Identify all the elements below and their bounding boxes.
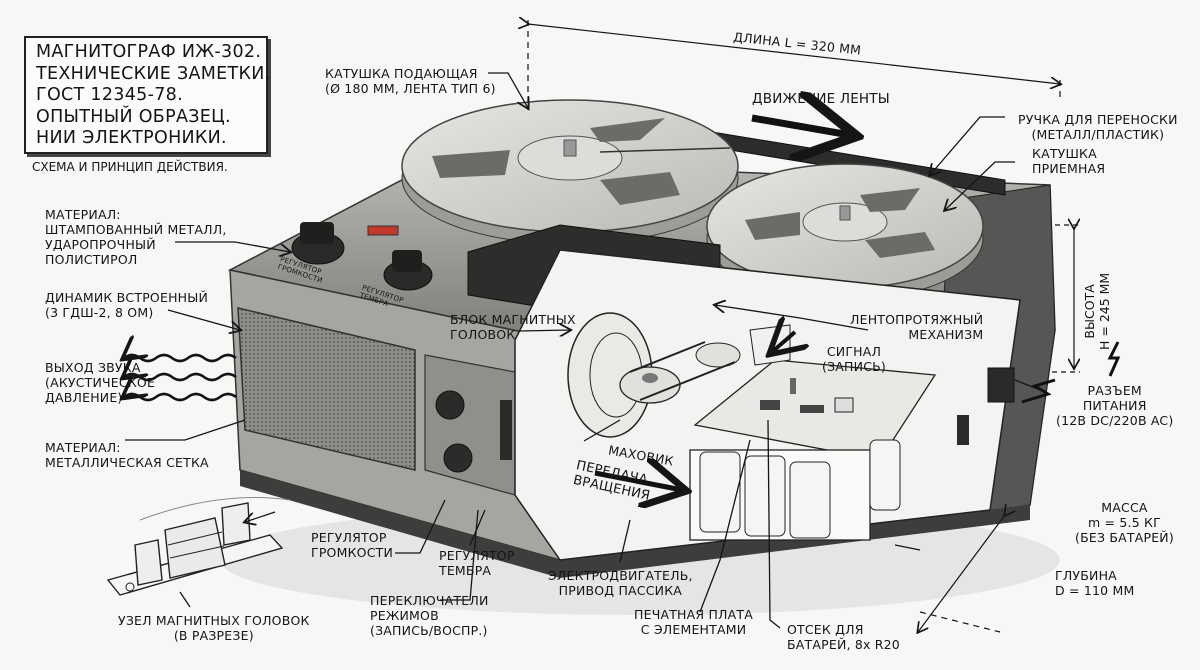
title-line: ГОСТ 12345-78. — [36, 85, 183, 105]
leader-lines — [125, 72, 1041, 629]
speaker-grille — [237, 307, 416, 471]
pcb-callout: ПЕЧАТНАЯ ПЛАТА С ЭЛЕМЕНТАМИ — [634, 607, 753, 637]
battery-bay — [689, 439, 901, 541]
mass-label: МАССА m = 5.5 КГ (БЕЗ БАТАРЕЙ) — [1075, 500, 1174, 545]
power-connector — [987, 367, 1015, 403]
body-material-callout: МАТЕРИАЛ: ШТАМПОВАННЫЙ МЕТАЛЛ, УДАРОПРОЧ… — [45, 207, 227, 267]
handle-callout: РУЧКА ДЛЯ ПЕРЕНОСКИ (МЕТАЛЛ/ПЛАСТИК) — [1018, 112, 1178, 142]
signal-callout: СИГНАЛ (ЗАПИСЬ) — [822, 344, 886, 374]
battery — [869, 439, 901, 511]
takeup-reel — [706, 163, 984, 301]
sound-wave-arrows — [124, 355, 237, 402]
tape-motion-arrow — [751, 118, 850, 135]
volume-callout: РЕГУЛЯТОР ГРОМКОСТИ — [311, 530, 394, 560]
cutaway-section — [514, 249, 1021, 561]
supply-reel — [401, 99, 739, 245]
head-assembly-callout: УЗЕЛ МАГНИТНЫХ ГОЛОВОК (В РАЗРЕЗЕ) — [118, 613, 310, 643]
tone-callout: РЕГУЛЯТОР ТЕМБРА — [439, 548, 515, 578]
tape-motion-label: ДВИЖЕНИЕ ЛЕНТЫ — [752, 91, 890, 107]
title-line: ОПЫТНЫЙ ОБРАЗЕЦ. — [36, 106, 231, 127]
front-tone-knob — [443, 443, 473, 473]
battery — [744, 455, 786, 537]
grille-material-callout: МАТЕРИАЛ: МЕТАЛЛИЧЕСКАЯ СЕТКА — [45, 440, 209, 470]
mode-switches-callout: ПЕРЕКЛЮЧАТЕЛИ РЕЖИМОВ (ЗАПИСЬ/ВОСПР.) — [370, 593, 489, 638]
motor-callout: ЭЛЕКТРОДВИГАТЕЛЬ, ПРИВОД ПАССИКА — [548, 568, 693, 598]
power-bolt-icon — [1107, 341, 1121, 377]
subtitle: СХЕМА И ПРИНЦИП ДЕЙСТВИЯ. — [32, 160, 228, 174]
supply-reel-callout: КАТУШКА ПОДАЮЩАЯ (Ø 180 ММ, ЛЕНТА ТИП 6) — [325, 66, 496, 96]
signal-arrow — [772, 332, 795, 352]
takeup-reel-callout: КАТУШКА ПРИЕМНАЯ — [1032, 146, 1106, 176]
sound-output-callout: ВЫХОД ЗВУКА (АКУСТИЧЕСКОЕ ДАВЛЕНИЕ) — [45, 360, 156, 405]
vu-indicator — [367, 225, 399, 236]
rotation-transfer-arrow — [594, 473, 682, 490]
battery — [699, 451, 741, 533]
drive-pulley — [695, 342, 741, 368]
title-line: МАГНИТОГРАФ ИЖ-302. — [36, 42, 262, 62]
title-line: ТЕХНИЧЕСКИЕ ЗАМЕТКИ. — [36, 63, 271, 84]
power-connector-callout: РАЗЪЕМ ПИТАНИЯ (12В DC/220В AC) — [1056, 383, 1174, 428]
battery-bay-callout: ОТСЕК ДЛЯ БАТАРЕЙ, 8x R20 — [787, 622, 900, 652]
speaker-callout: ДИНАМИК ВСТРОЕННЫЙ (3 ГДШ-2, 8 ОМ) — [45, 290, 209, 320]
head-assembly-inset — [106, 497, 291, 596]
power-plug-bolt-icon — [1021, 378, 1056, 404]
mode-switch — [500, 400, 512, 460]
title-line: НИИ ЭЛЕКТРОНИКИ. — [36, 128, 227, 148]
dimension-lines — [528, 20, 1080, 632]
depth-dimension-label: ГЛУБИНА D = 110 ММ — [1055, 568, 1135, 598]
drive-belt — [629, 341, 736, 401]
motor-pulley — [619, 366, 681, 404]
transport-callout: ЛЕНТОПРОТЯЖНЫЙ МЕХАНИЗМ — [850, 312, 984, 342]
height-dimension-label: ВЫСОТА H = 245 ММ — [1082, 272, 1112, 350]
battery — [789, 461, 831, 539]
head-block-callout: БЛОК МАГНИТНЫХ ГОЛОВОК — [450, 312, 576, 342]
front-volume-knob — [435, 390, 465, 420]
title-block: МАГНИТОГРАФ ИЖ-302. ТЕХНИЧЕСКИЕ ЗАМЕТКИ.… — [24, 36, 271, 154]
